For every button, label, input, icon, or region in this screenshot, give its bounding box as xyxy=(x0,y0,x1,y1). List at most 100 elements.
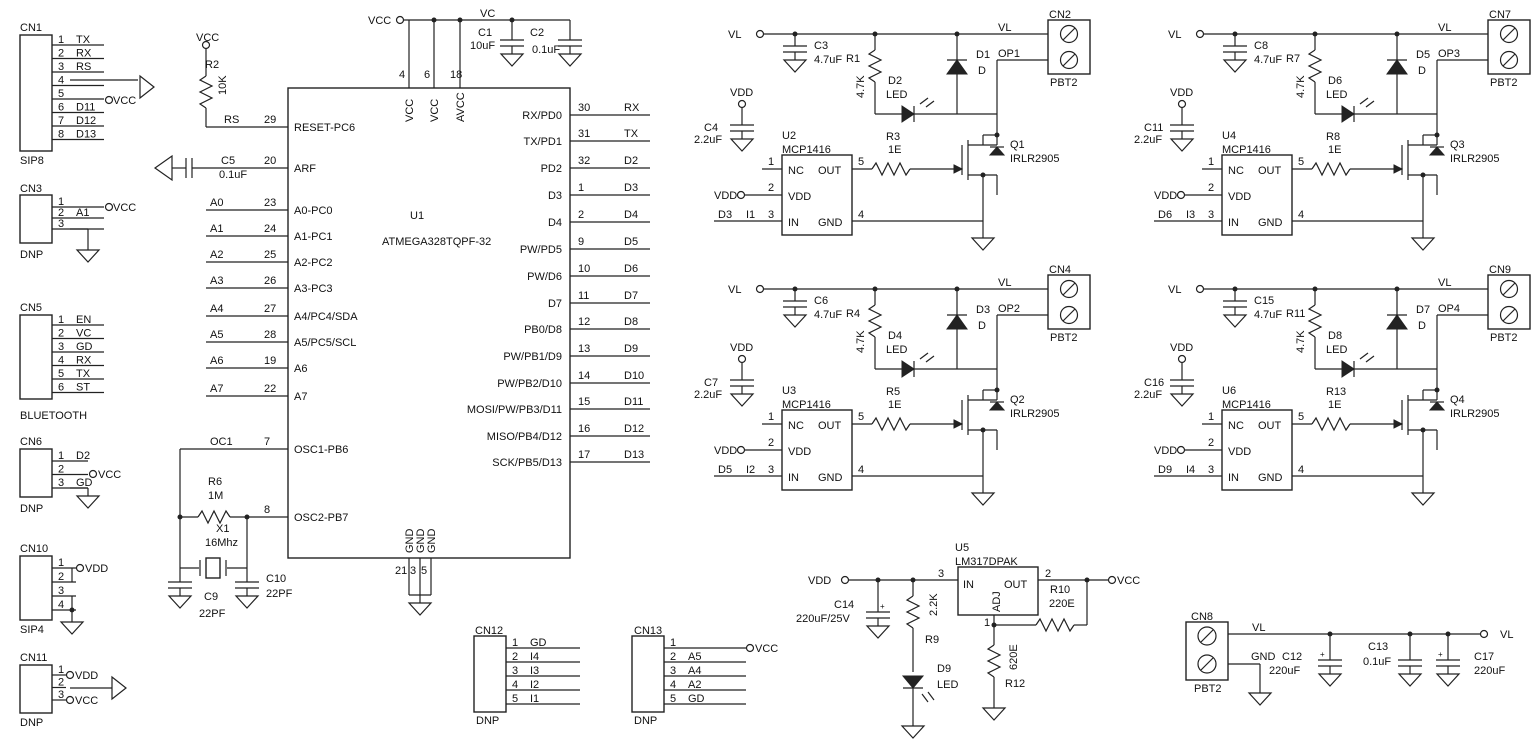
led-value: LED xyxy=(886,344,907,356)
mcu-right-pin-num: 17 xyxy=(578,449,590,461)
cn12-pin-signal: I4 xyxy=(530,651,539,663)
vl-rail-label: VL xyxy=(998,277,1011,289)
cn8-vl-end: VL xyxy=(1500,629,1513,641)
diode-ref: D1 xyxy=(976,49,990,61)
u-pin2: 2 xyxy=(1208,182,1214,194)
mcu-bottom-pin-name: GND xyxy=(426,529,438,554)
u-in-net: D5 xyxy=(718,464,732,476)
cn-ref: CN9 xyxy=(1489,264,1511,276)
cn12-pin-num: 2 xyxy=(512,651,518,663)
cn13-pin-signal: A4 xyxy=(688,665,701,677)
cn13-pin-num: 2 xyxy=(670,651,676,663)
cn13-pin-num: 3 xyxy=(670,665,676,677)
mcu-right-pin-net: D7 xyxy=(624,290,638,302)
mcu-left-pin-net: OC1 xyxy=(210,436,233,448)
vl-label: VL xyxy=(1168,29,1181,41)
r-led-value: 4.7K xyxy=(855,75,867,98)
u-in-net: D9 xyxy=(1158,464,1172,476)
c-vdd-ref: C11 xyxy=(1144,122,1163,134)
cn11-ref: CN11 xyxy=(20,652,47,664)
mcu-right-pin-name: PD2 xyxy=(541,163,562,175)
cn8-vl-label: VL xyxy=(1252,622,1265,634)
cn-ref: CN4 xyxy=(1049,264,1071,276)
mcu-right-pin-name: D7 xyxy=(548,298,562,310)
c9-ref: C9 xyxy=(204,591,218,603)
output-label: OP4 xyxy=(1438,303,1460,315)
u-ref: U6 xyxy=(1222,385,1236,397)
u-out-label: OUT xyxy=(1258,420,1282,432)
mcu-left-pin-num: 29 xyxy=(264,114,276,126)
mcu-left-pin-net: A7 xyxy=(210,383,223,395)
q-ref: Q3 xyxy=(1450,139,1465,151)
cn5-pin-num: 3 xyxy=(58,341,64,353)
cn12-pin-num: 1 xyxy=(512,637,518,649)
mcu-right-pin-name: RX/PD0 xyxy=(522,110,562,122)
diode-value: D xyxy=(1418,65,1426,77)
cn5-pin-num: 1 xyxy=(58,314,64,326)
cn8-name: PBT2 xyxy=(1194,683,1222,695)
output-label: OP2 xyxy=(998,303,1020,315)
connector-cn11: CN11 DNP 123 VDD VCC xyxy=(19,652,127,729)
mcu-right-pin-net: TX xyxy=(624,128,639,140)
mcu-right-pin-num: 2 xyxy=(578,209,584,221)
u-vdd-label: VDD xyxy=(1228,446,1251,458)
cn6-vcc-label: VCC xyxy=(98,469,121,481)
r-gate-ref: R8 xyxy=(1326,131,1340,143)
c-vl-value: 4.7uF xyxy=(814,309,842,321)
mcu-left-pin-num: 20 xyxy=(264,155,276,167)
c-vdd-ref: C16 xyxy=(1144,377,1164,389)
mcu-left-pin-net: A5 xyxy=(210,329,223,341)
reg-pin-in: 3 xyxy=(938,568,944,580)
reg-ref: U5 xyxy=(955,542,969,554)
u-ref: U3 xyxy=(782,385,796,397)
x1-ref: X1 xyxy=(216,523,229,535)
cn5-pin-num: 2 xyxy=(58,328,64,340)
u-part: MCP1416 xyxy=(1222,399,1271,411)
u-pin4: 4 xyxy=(1298,209,1304,221)
mcu-left-pin-net: A2 xyxy=(210,249,223,261)
r-led-value: 4.7K xyxy=(1295,75,1307,98)
u-pin4: 4 xyxy=(1298,464,1304,476)
u-pin3: 3 xyxy=(1208,209,1214,221)
mcu-right-pin-net: D10 xyxy=(624,370,644,382)
cn5-pin-signal: ST xyxy=(76,382,90,394)
cn12-pin-num: 5 xyxy=(512,693,518,705)
cn-name: PBT2 xyxy=(1490,332,1518,344)
cn6-pin-num: 2 xyxy=(58,464,64,476)
cn1-pin-num: 3 xyxy=(58,61,64,73)
d9-ref: D9 xyxy=(937,663,951,675)
u-part: MCP1416 xyxy=(782,399,831,411)
r-gate-value: 1E xyxy=(1328,144,1341,156)
r-gate-value: 1E xyxy=(888,144,901,156)
r-gate-ref: R13 xyxy=(1326,386,1346,398)
cn10-pin-num: 3 xyxy=(58,585,64,597)
mcu-left-pins: 29RESET-PC6RS20ARF23A0-PC0A024A1-PC1A125… xyxy=(206,114,358,524)
cn1-pin-signal: TX xyxy=(76,34,91,46)
cn12-pin-signal: I1 xyxy=(530,693,539,705)
cn1-pin-num: 6 xyxy=(58,102,64,114)
r2-vcc-label: VCC xyxy=(196,32,219,44)
cn1-pin-num: 7 xyxy=(58,115,64,127)
cn5-pin-signal: TX xyxy=(76,368,91,380)
mcu-top-pin-name: VCC xyxy=(404,99,416,122)
u-pin4: 4 xyxy=(858,464,864,476)
mcu-left-pin-num: 7 xyxy=(264,436,270,448)
vl-label: VL xyxy=(728,284,741,296)
mcu-right-pin-name: D4 xyxy=(548,217,562,229)
q-ref: Q4 xyxy=(1450,394,1465,406)
u-pin4: 4 xyxy=(858,209,864,221)
cn5-pin-num: 4 xyxy=(58,355,64,367)
mcu-right-pin-net: D3 xyxy=(624,182,638,194)
r9-ref: R9 xyxy=(925,634,939,646)
vc-top-label: VC xyxy=(480,8,495,20)
cn10-pin-num: 2 xyxy=(58,571,64,583)
u-vdd-net: VDD xyxy=(1154,445,1177,457)
cn11-pin-list: 123 xyxy=(52,664,66,701)
u-pin1: 1 xyxy=(768,411,774,423)
x1-value: 16Mhz xyxy=(205,537,238,549)
